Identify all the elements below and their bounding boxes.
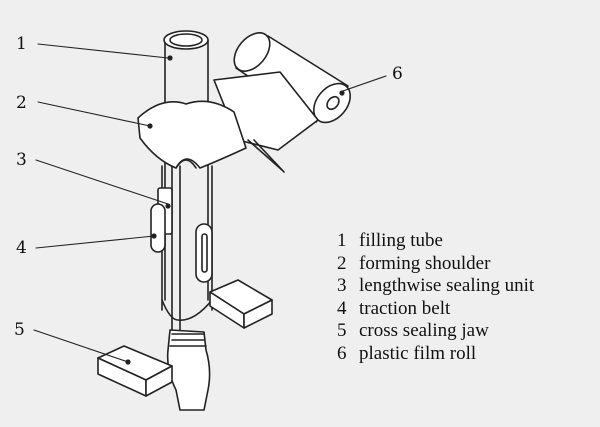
legend-label: forming shoulder xyxy=(359,252,491,274)
legend-item: 5 cross sealing jaw xyxy=(337,320,534,343)
callout-3: 3 xyxy=(16,150,27,170)
legend-number: 2 xyxy=(337,252,347,274)
legend-item: 2 forming shoulder xyxy=(337,253,534,276)
legend: 1 filling tube 2 forming shoulder 3 leng… xyxy=(337,230,534,365)
legend-number: 5 xyxy=(337,320,347,341)
legend-label: filling tube xyxy=(359,230,443,251)
cross-jaw-back xyxy=(209,279,273,329)
leader-dots xyxy=(125,55,345,365)
callout-2: 2 xyxy=(16,93,27,113)
legend-number: 6 xyxy=(337,342,347,364)
package-string xyxy=(166,329,211,411)
traction-belt-right xyxy=(195,223,213,283)
callout-1: 1 xyxy=(16,34,27,54)
callout-6: 6 xyxy=(392,64,403,84)
cross-jaw-front xyxy=(97,345,173,397)
legend-number: 4 xyxy=(337,297,347,319)
callout-4: 4 xyxy=(16,238,27,258)
legend-item: 4 traction belt xyxy=(337,298,534,321)
legend-label: cross sealing jaw xyxy=(359,320,489,341)
leader-lines xyxy=(33,43,387,363)
legend-label: plastic film roll xyxy=(359,342,477,364)
legend-item: 3 lengthwise sealing unit xyxy=(337,275,534,298)
legend-label: traction belt xyxy=(359,297,451,319)
legend-number: 3 xyxy=(337,275,347,296)
callout-5: 5 xyxy=(14,320,25,340)
legend-item: 6 plastic film roll xyxy=(337,343,534,366)
film-roll xyxy=(233,32,352,124)
legend-item: 1 filling tube xyxy=(337,230,534,253)
legend-label: lengthwise sealing unit xyxy=(359,275,535,296)
traction-belt-left xyxy=(150,203,166,253)
legend-number: 1 xyxy=(337,230,347,251)
forming-shoulder xyxy=(137,100,247,169)
